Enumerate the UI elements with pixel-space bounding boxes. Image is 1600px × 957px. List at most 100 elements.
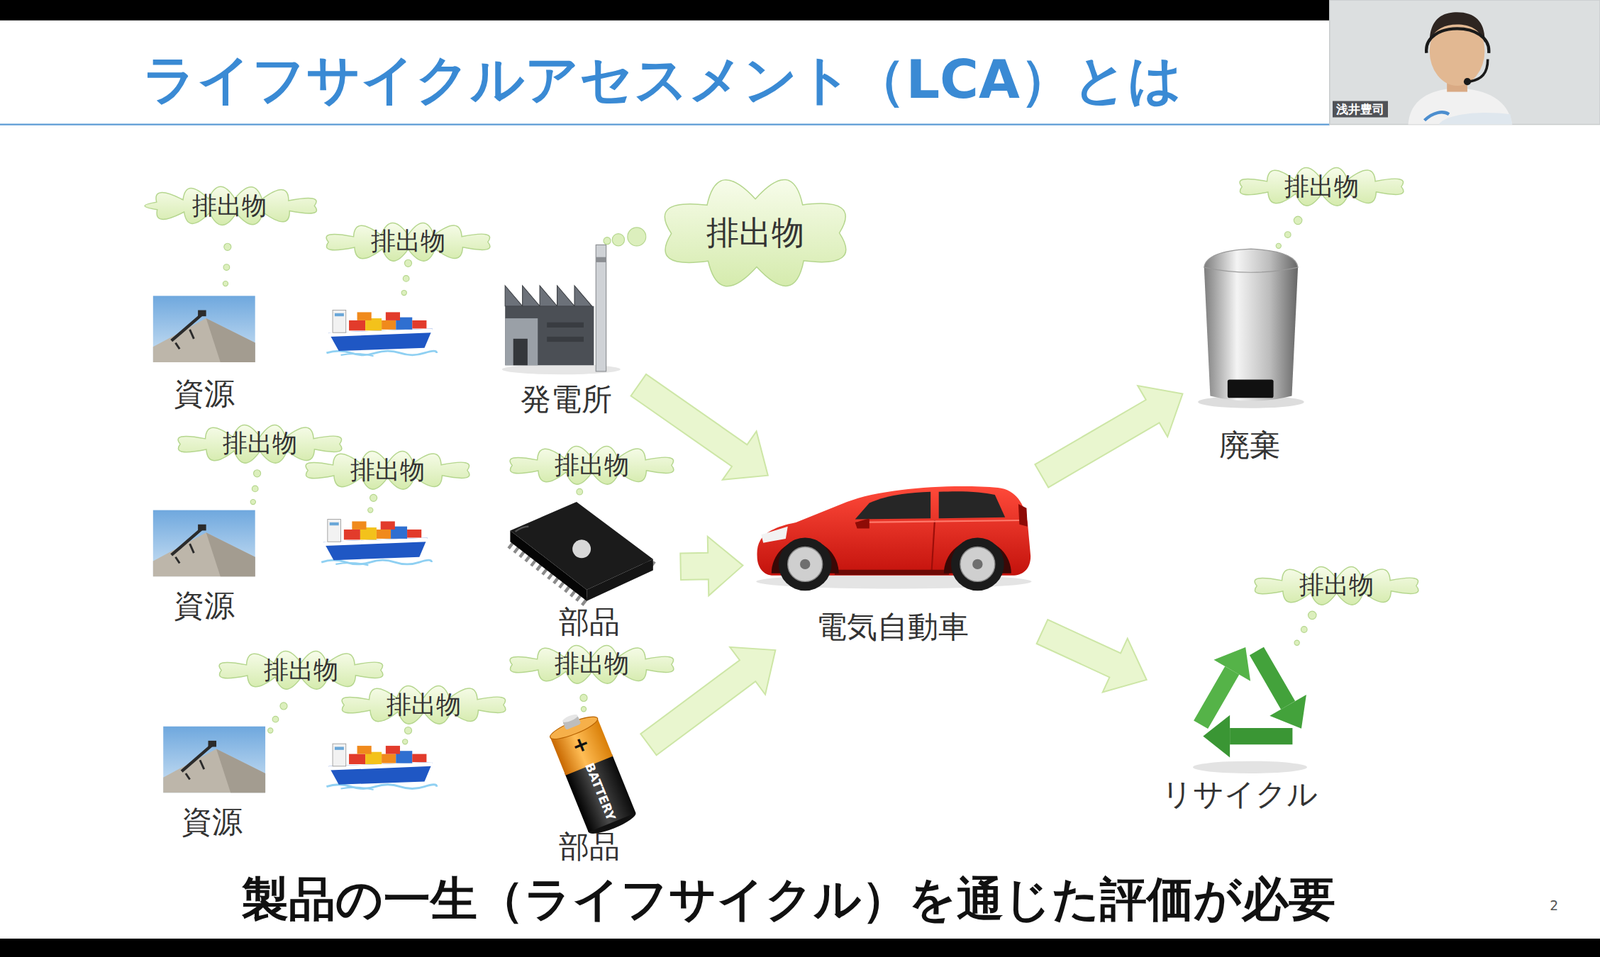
car-illustration [800,559,810,570]
recycle-symbol [1256,651,1307,729]
power-plant-icon [513,339,528,366]
trash-can-icon [1204,248,1298,273]
thought-dots [402,275,410,283]
cloud-outline [326,222,491,261]
flow-arrow [680,536,743,596]
cloud-outline [305,451,470,491]
lifecycle-stage: 電気自動車 [750,479,1037,647]
thought-dots [1275,243,1281,249]
webcam-overlay [1439,112,1513,125]
car-illustration [760,526,788,544]
recycle-symbol [1185,670,1248,726]
thought-dots [1308,611,1318,620]
trash-can-icon [1227,379,1274,398]
thought-dots [268,728,274,734]
car-illustration [972,559,983,570]
recycle-symbol [1175,643,1307,780]
cloud-outline [178,424,342,464]
power-plant-icon [546,322,584,328]
emission-cloud: 排出物 [209,651,393,691]
emission-cloud: 排出物 [331,685,516,725]
emission-cloud: 排出物 [500,446,684,486]
thought-dots [250,500,256,505]
car-illustration [857,520,1021,523]
lifecycle-stage: 部品 [504,495,674,641]
emission-label: 排出物 [554,649,630,679]
emission-cloud: 排出物 [1244,566,1429,606]
car-illustration [960,546,996,582]
lifecycle-stage: 資源 [148,506,261,625]
stage-label: 部品 [558,604,620,642]
thought-dots [1284,231,1291,239]
webcam-overlay [1463,78,1471,86]
stage-label: 資源 [173,587,235,625]
thought-dots [253,470,261,478]
lifecycle-stage: リサイクル [1153,632,1327,814]
car-illustration [855,518,870,529]
chip-icon [509,502,653,591]
power-plant-icon [504,285,592,307]
car-illustration [855,492,931,520]
thought-dots [370,494,378,502]
emission-cloud: 排出物 [1229,167,1414,207]
resource-photo [153,295,266,793]
power-plant-icon [595,257,606,263]
emission-label: 排出物 [1284,172,1359,202]
emission-cloud: 排出物 [132,186,327,226]
flow-arrow [1036,619,1147,693]
emission-cloud: 排出物 [295,451,480,491]
battery-icon [561,713,579,725]
cloud-outline [219,651,383,691]
thought-dots [1293,216,1303,225]
chip-icon [572,539,591,559]
emission-label: 排出物 [350,456,425,486]
emission-label: 排出物 [370,226,446,257]
page-number: 2 [1549,899,1559,915]
title-rule [0,123,1330,125]
thought-dots [580,694,588,702]
car-illustration [1018,504,1028,527]
thought-dots [402,739,408,745]
emission-cloud: 排出物 [500,645,684,685]
stage-label: 発電所 [520,381,613,419]
emission-label: 排出物 [263,656,339,686]
stage-label: 資源 [181,804,243,842]
emission-label: 排出物 [386,690,461,720]
thought-dots [368,507,374,513]
webcam-overlay [1329,0,1600,125]
speaker-name: 浅井豊司 [1332,100,1388,118]
recycle-symbol [1213,643,1261,693]
lifecycle-stage: 資源 [153,722,271,842]
power-plant-icon [595,244,606,371]
car-illustration [756,486,1032,591]
webcam-overlay [1329,0,1600,125]
flow-arrow [1034,385,1183,488]
car-illustration [834,570,949,576]
recycle-symbol [1175,643,1269,725]
thought-dots [603,237,611,245]
emission-label: 排出物 [222,429,298,459]
car-illustration [778,537,832,591]
lifecycle-stage: 部品 [535,712,643,866]
emission-label: 排出物 [554,451,630,481]
cloud-outline [509,446,674,485]
car-illustration [951,537,1005,591]
recycle-symbol [1192,761,1308,774]
thought-dots [401,290,407,296]
emission-label: 排出物 [706,213,805,253]
webcam-overlay [1469,58,1488,82]
emission-cloud: 排出物 [168,424,352,464]
power-plant-icon [504,318,538,366]
slide-caption: 製品の一生（ライフサイクル）を通じた評価が必要 [74,871,1503,928]
resource-photo [153,295,256,363]
emission-label: 排出物 [1299,570,1374,600]
resource-photo [163,726,266,794]
webcam-overlay [1408,87,1513,125]
car-illustration [931,520,935,572]
cargo-ship [321,519,432,566]
stage-label: 資源 [173,375,235,413]
battery-icon [545,707,639,839]
thought-dots [1300,626,1308,634]
thought-dots [1294,640,1300,646]
